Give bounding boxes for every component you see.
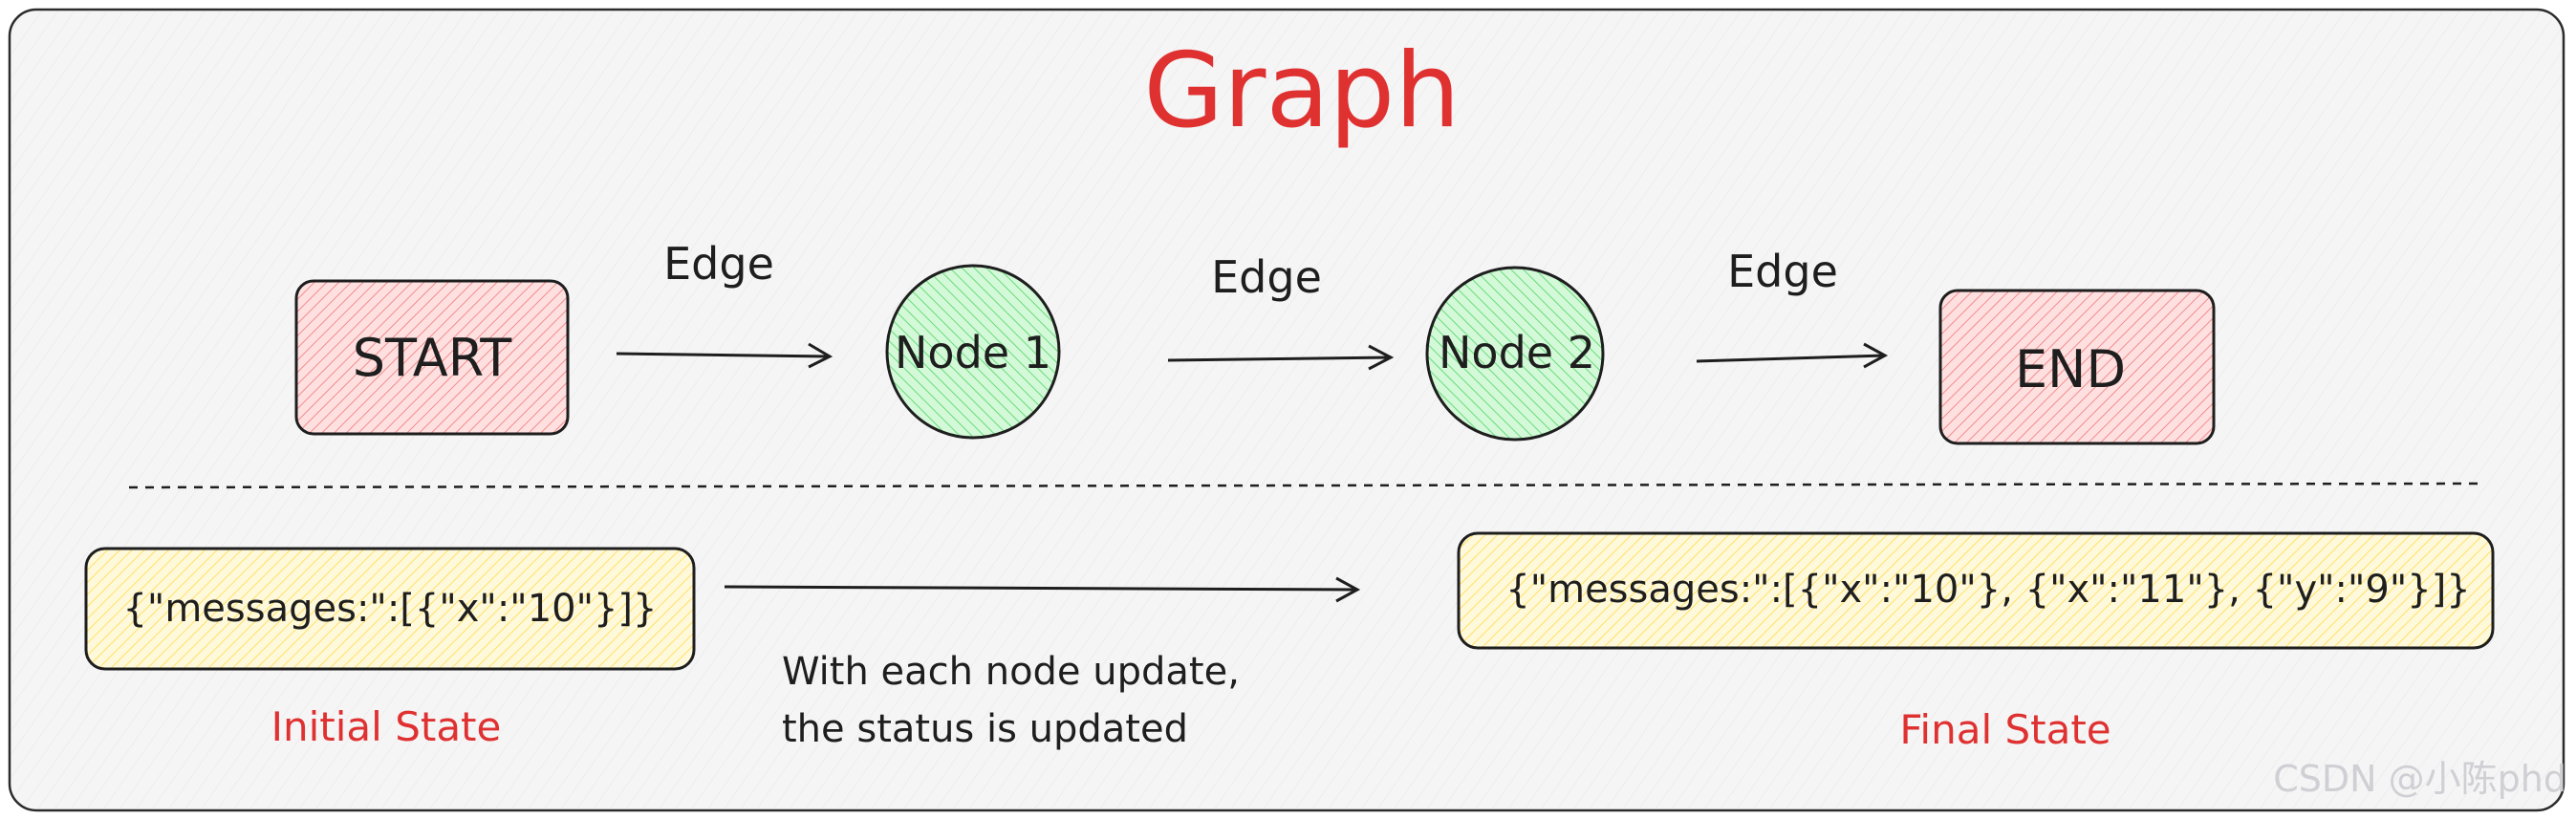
note-line-1: With each node update, (782, 650, 1240, 694)
initial-state-value: {"messages:":[{"x":"10"}]} (122, 587, 657, 631)
section-divider (128, 482, 2481, 489)
diagram-title: Graph (1143, 32, 1460, 151)
watermark: CSDN @小陈phd (2273, 758, 2566, 800)
start-box (294, 279, 570, 436)
end-box (1938, 289, 2216, 445)
node-1-circle (885, 264, 1061, 440)
final-state-value: {"messages:":[{"x":"10"}, {"x":"11"}, {"… (1505, 568, 2471, 612)
edge-label-2: Edge (1211, 251, 1322, 303)
state-transition-arrow (724, 576, 1361, 603)
edge-arrow-2 (1167, 344, 1395, 371)
node-1-label: Node 1 (895, 327, 1051, 378)
edge-arrow-3 (1696, 342, 1889, 369)
final-state-box (1457, 531, 2495, 650)
start-label: START (353, 328, 513, 388)
node-2-circle (1425, 266, 1605, 442)
initial-state-label: Initial State (271, 703, 502, 750)
final-state-label: Final State (1899, 706, 2111, 753)
note-line-2: the status is updated (782, 707, 1188, 751)
node-2-label: Node 2 (1439, 327, 1595, 378)
edge-label-1: Edge (663, 238, 774, 290)
initial-state-box (84, 547, 696, 671)
edge-label-3: Edge (1727, 246, 1838, 297)
end-label: END (2015, 339, 2126, 399)
edge-arrow-1 (616, 342, 833, 369)
